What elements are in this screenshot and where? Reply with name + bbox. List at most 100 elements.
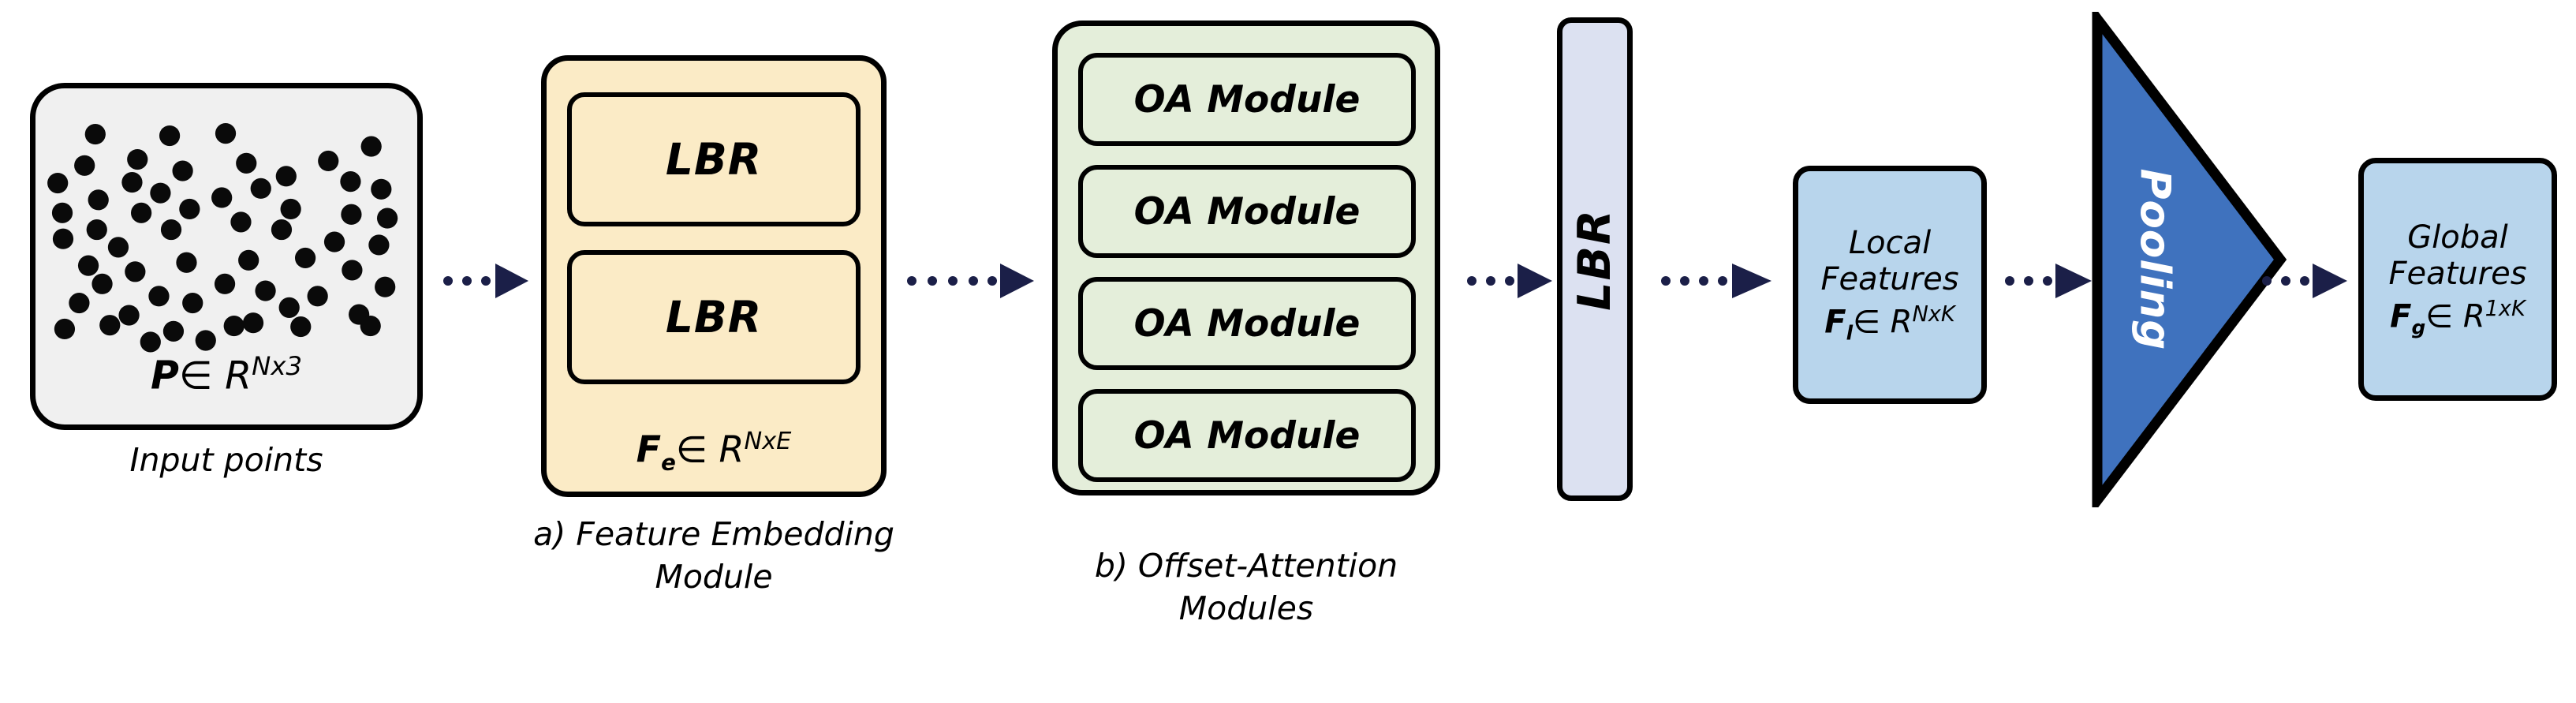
feature-embedding-formula: Fe∈ RNxE <box>547 428 881 476</box>
input-point-cloud-box: P∈ RNx3 <box>30 83 423 430</box>
arrow-lbr-to-local <box>1661 264 1771 298</box>
fe-formula-exp: NxE <box>744 428 792 456</box>
point-cloud-dot <box>230 211 252 233</box>
point-cloud-dot <box>278 297 300 318</box>
input-formula-in: ∈ <box>178 353 213 398</box>
point-cloud-dot <box>341 204 362 225</box>
offset-attention-caption: b) Offset-Attention Modules <box>1094 547 1398 628</box>
oa-module-3[interactable]: OA Module <box>1078 277 1416 370</box>
point-cloud-dot <box>223 316 245 337</box>
point-cloud-dot <box>86 219 107 241</box>
local-features-title-line1: Local <box>1848 224 1932 261</box>
point-cloud-dot <box>84 124 106 145</box>
fe-formula-sub: e <box>661 450 676 476</box>
input-formula: P∈ RNx3 <box>35 351 417 398</box>
local-formula-sub: l <box>1846 321 1854 345</box>
input-formula-exp: Nx3 <box>252 350 303 381</box>
local-formula-in: ∈ <box>1853 304 1880 341</box>
point-cloud-dot <box>99 315 121 336</box>
oa-module-2[interactable]: OA Module <box>1078 165 1416 258</box>
global-formula-sub: g <box>2411 316 2426 339</box>
point-cloud-dot <box>290 316 312 338</box>
point-cloud-dot <box>54 318 76 340</box>
arrow-pooling-to-global <box>2262 264 2347 298</box>
input-formula-symbol: P <box>150 353 179 398</box>
global-features-box: Global Features Fg∈ R1xK <box>2358 158 2557 401</box>
point-cloud-dot <box>195 330 216 351</box>
offset-attention-modules-box: OA Module OA Module OA Module OA Module <box>1052 21 1440 495</box>
point-cloud-dot <box>375 276 396 297</box>
point-cloud-dot <box>255 280 276 301</box>
point-cloud-dot <box>250 178 271 199</box>
local-formula-symbol: F <box>1824 304 1846 341</box>
point-cloud-dot <box>88 189 109 211</box>
point-cloud-dot <box>148 286 170 307</box>
input-formula-space: R <box>225 353 252 398</box>
point-cloud-dot <box>179 198 200 220</box>
point-cloud-dot <box>47 172 69 194</box>
point-cloud-dot <box>280 198 301 220</box>
oa-module-4-label: OA Module <box>1133 413 1361 458</box>
lbr-block-2[interactable]: LBR <box>567 250 861 384</box>
global-features-title-line1: Global <box>2407 219 2508 256</box>
point-cloud-dot <box>360 316 381 337</box>
global-features-title-line2: Features <box>2388 255 2527 292</box>
oa-module-2-label: OA Module <box>1133 189 1361 234</box>
point-cloud-dot <box>160 219 182 241</box>
global-features-formula: Fg∈ R1xK <box>2390 297 2526 339</box>
fe-formula-symbol: F <box>636 428 662 471</box>
point-cloud-dot <box>172 160 193 181</box>
fe-formula-in: ∈ <box>675 428 707 471</box>
point-cloud-dot <box>275 166 297 187</box>
global-formula-in: ∈ <box>2425 298 2454 335</box>
fe-formula-space: R <box>719 428 745 471</box>
feature-embedding-module-box: LBR LBR Fe∈ RNxE <box>541 55 887 497</box>
point-cloud-dot <box>162 320 185 342</box>
point-cloud-dot <box>176 252 197 273</box>
global-formula-exp: 1xK <box>2485 297 2526 322</box>
oa-module-3-label: OA Module <box>1133 301 1361 346</box>
point-cloud-dot <box>211 187 233 208</box>
local-formula-space: R <box>1890 304 1913 341</box>
point-cloud-dot <box>215 123 237 144</box>
point-cloud-dot <box>107 237 129 258</box>
oa-module-4[interactable]: OA Module <box>1078 389 1416 482</box>
point-cloud-dot <box>271 219 293 241</box>
local-features-title-line2: Features <box>1820 260 1959 297</box>
global-formula-space: R <box>2462 298 2485 335</box>
point-cloud-scatter <box>47 123 398 353</box>
point-cloud-dot <box>118 305 140 326</box>
point-cloud-dot <box>77 255 99 276</box>
local-formula-exp: NxK <box>1912 302 1955 327</box>
point-cloud-dot <box>140 331 161 353</box>
point-cloud-dot <box>371 178 392 200</box>
point-cloud-dot <box>131 202 152 223</box>
arrow-local-to-pooling <box>2005 264 2092 298</box>
lbr-vertical-label: LBR <box>1569 208 1621 311</box>
point-cloud-dot <box>238 249 259 271</box>
input-caption: Input points <box>129 441 323 479</box>
lbr-block-1[interactable]: LBR <box>567 92 861 226</box>
lbr-block-1-label: LBR <box>665 134 763 185</box>
pooling-triangle-icon <box>2092 3 2287 516</box>
arrow-embedding-to-attention <box>907 264 1034 298</box>
global-formula-symbol: F <box>2390 298 2412 335</box>
point-cloud-dot <box>318 150 339 172</box>
point-cloud-dot <box>340 171 361 193</box>
lbr-vertical-box[interactable]: LBR <box>1557 17 1633 501</box>
point-cloud-dot <box>150 182 171 204</box>
oa-module-1[interactable]: OA Module <box>1078 53 1416 146</box>
point-cloud-dot <box>342 260 363 281</box>
point-cloud-dot <box>323 231 345 252</box>
point-cloud-dot <box>127 148 148 170</box>
point-cloud-dot <box>242 312 264 334</box>
pooling-shape[interactable]: Pooling <box>2090 3 2287 516</box>
point-cloud-dot <box>159 125 181 147</box>
feature-embedding-caption: a) Feature Embedding Module <box>533 515 894 596</box>
point-cloud-dot <box>74 155 95 176</box>
local-features-box: Local Features Fl∈ RNxK <box>1793 166 1987 404</box>
point-cloud-dot <box>214 273 236 294</box>
point-cloud-dot <box>125 261 146 282</box>
arrow-attention-to-lbr <box>1467 264 1552 298</box>
point-cloud-dot <box>121 172 143 193</box>
